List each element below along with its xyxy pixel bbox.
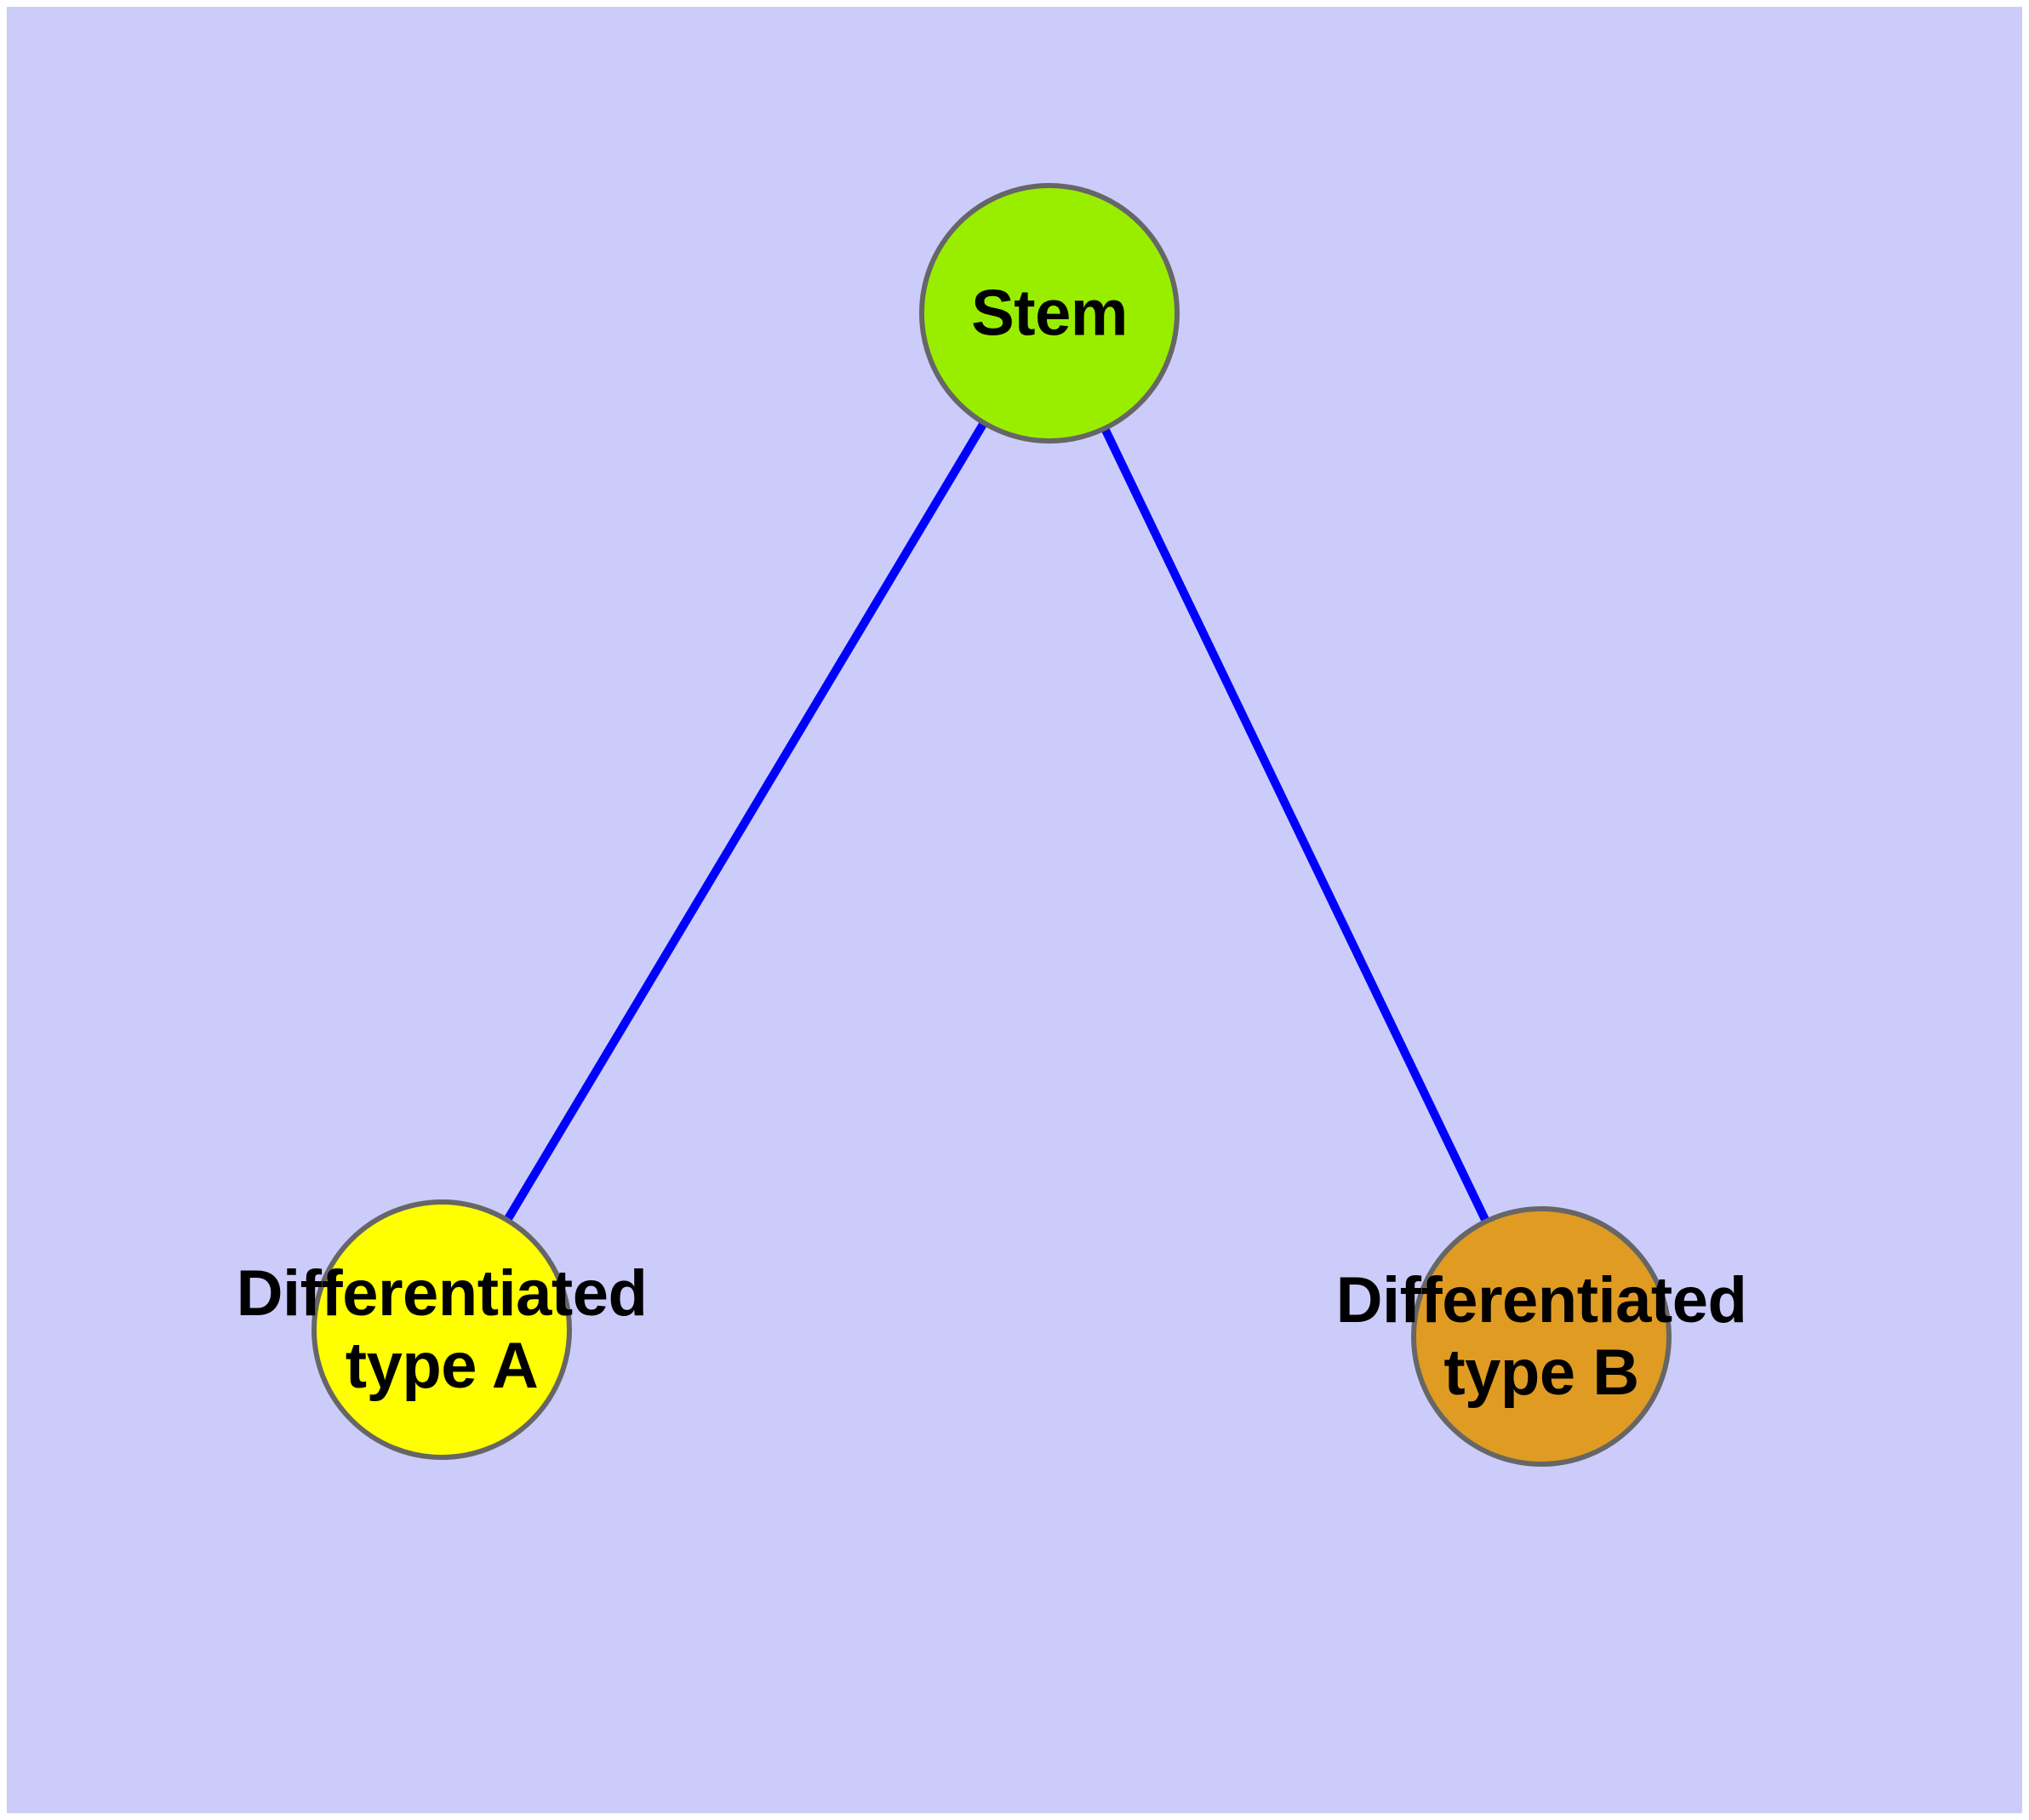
graph-node-diff_b[interactable]	[1411, 1206, 1672, 1467]
graph-node-stem[interactable]	[919, 183, 1180, 444]
edges-group	[437, 311, 1546, 1339]
graph-edge	[1045, 311, 1546, 1339]
graph-svg	[311, 183, 1672, 1467]
graph-node-diff_a[interactable]	[311, 1199, 572, 1460]
graph-edge	[437, 311, 1054, 1332]
nodes-group	[311, 183, 1672, 1467]
